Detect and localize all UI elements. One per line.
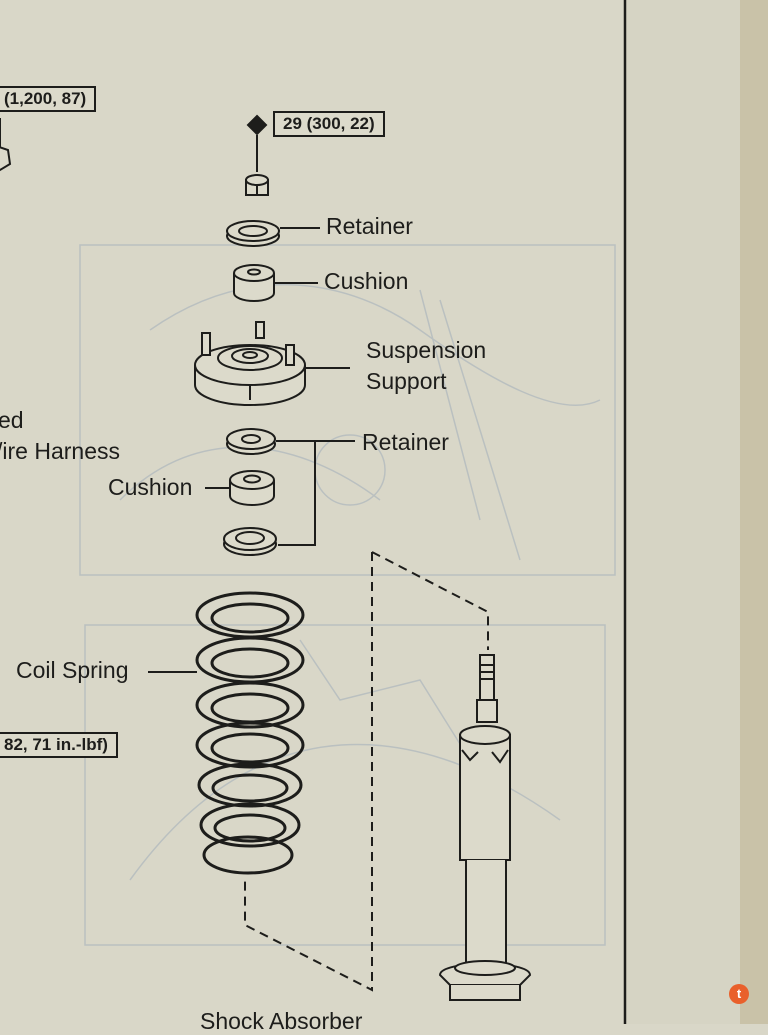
torque-spec-bottom-left: 82, 71 in.-lbf) <box>0 732 118 758</box>
retainer-mid-part <box>226 428 276 455</box>
cushion-top-part <box>233 264 275 302</box>
bleed-through-image <box>79 244 616 946</box>
label-wire-harness-1: ed <box>0 407 24 433</box>
label-cushion-mid: Cushion <box>108 474 193 500</box>
nut <box>245 174 269 196</box>
label-suspension-support-1: Suspension <box>366 337 487 363</box>
label-coil-spring: Coil Spring <box>16 657 129 683</box>
label-suspension-support-2: Support <box>366 368 447 394</box>
label-wire-harness-2: /ire Harness <box>0 438 120 464</box>
bolt-top-left <box>0 146 12 172</box>
suspension-support-part <box>194 321 306 406</box>
torque-spec-top-left: (1,200, 87) <box>0 86 97 112</box>
retainer-lower-part <box>223 527 277 556</box>
label-retainer-mid: Retainer <box>362 429 449 455</box>
leader-retainer-bracket <box>276 440 355 546</box>
label-retainer-top: Retainer <box>326 213 413 239</box>
label-cushion-top: Cushion <box>324 268 409 294</box>
shock-absorber-part <box>438 654 532 1001</box>
coil-spring-part <box>195 591 305 875</box>
page-margin <box>627 0 740 1024</box>
label-shock-absorber: Shock Absorber <box>200 1008 363 1034</box>
page-edge-stack <box>740 0 768 1024</box>
tapatalk-logo-icon: t <box>729 984 749 1004</box>
cushion-mid-part <box>229 470 275 506</box>
retainer-top-part <box>226 220 280 247</box>
torque-spec-nut: 29 (300, 22) <box>273 111 385 137</box>
alignment-dashed-line <box>244 551 489 992</box>
diamond-icon <box>246 114 268 136</box>
